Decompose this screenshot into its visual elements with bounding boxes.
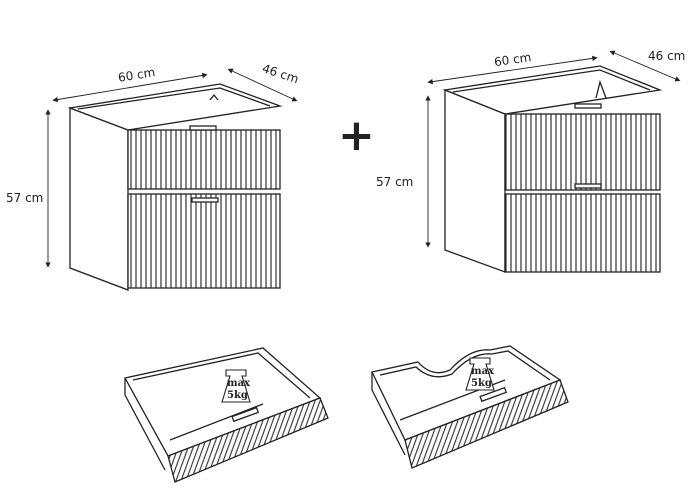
dim-right-width (427, 55, 598, 85)
right-depth-label: 46 cm (648, 49, 685, 63)
plus-sign: + (338, 110, 375, 161)
weight-icon-left (221, 369, 251, 403)
left-width-label: 60 cm (117, 65, 156, 85)
drawer-left (124, 347, 329, 483)
cabinet-right (425, 50, 681, 273)
dim-right-depth (609, 50, 681, 82)
cabinet-left-handle-bottom (191, 197, 219, 203)
drawer-right (371, 345, 569, 469)
cabinet-right-drawer-bottom (504, 193, 661, 273)
drawer-left-front (167, 397, 329, 483)
left-depth-label: 46 cm (260, 61, 300, 86)
right-height-label: 57 cm (376, 175, 413, 189)
drawer-left-handle (231, 406, 260, 423)
left-height-label: 57 cm (6, 191, 43, 205)
dim-left-depth (227, 68, 298, 102)
cabinet-right-handle-top (574, 103, 602, 109)
drawer-right-weight-max: max (471, 366, 495, 377)
cabinet-right-drawer-top (504, 113, 661, 191)
cabinet-right-handle-bottom (574, 183, 602, 189)
drawer-left-weight-kg: 5kg (227, 390, 248, 401)
drawer-right-handle (479, 386, 508, 403)
cabinet-left-drawer-top (127, 129, 281, 190)
cabinet-left (45, 68, 298, 291)
dim-left-width (52, 72, 208, 103)
cabinet-left-drawer-bottom (127, 193, 281, 289)
drawer-right-weight-kg: 5kg (471, 378, 492, 389)
weight-icon-right (465, 357, 495, 391)
cabinet-right-side (444, 89, 506, 273)
drawer-right-front (404, 379, 569, 469)
right-width-label: 60 cm (493, 50, 532, 69)
drawer-left-weight-max: max (227, 378, 251, 389)
cabinet-left-handle-top (189, 125, 217, 131)
cabinet-left-side (69, 107, 129, 291)
